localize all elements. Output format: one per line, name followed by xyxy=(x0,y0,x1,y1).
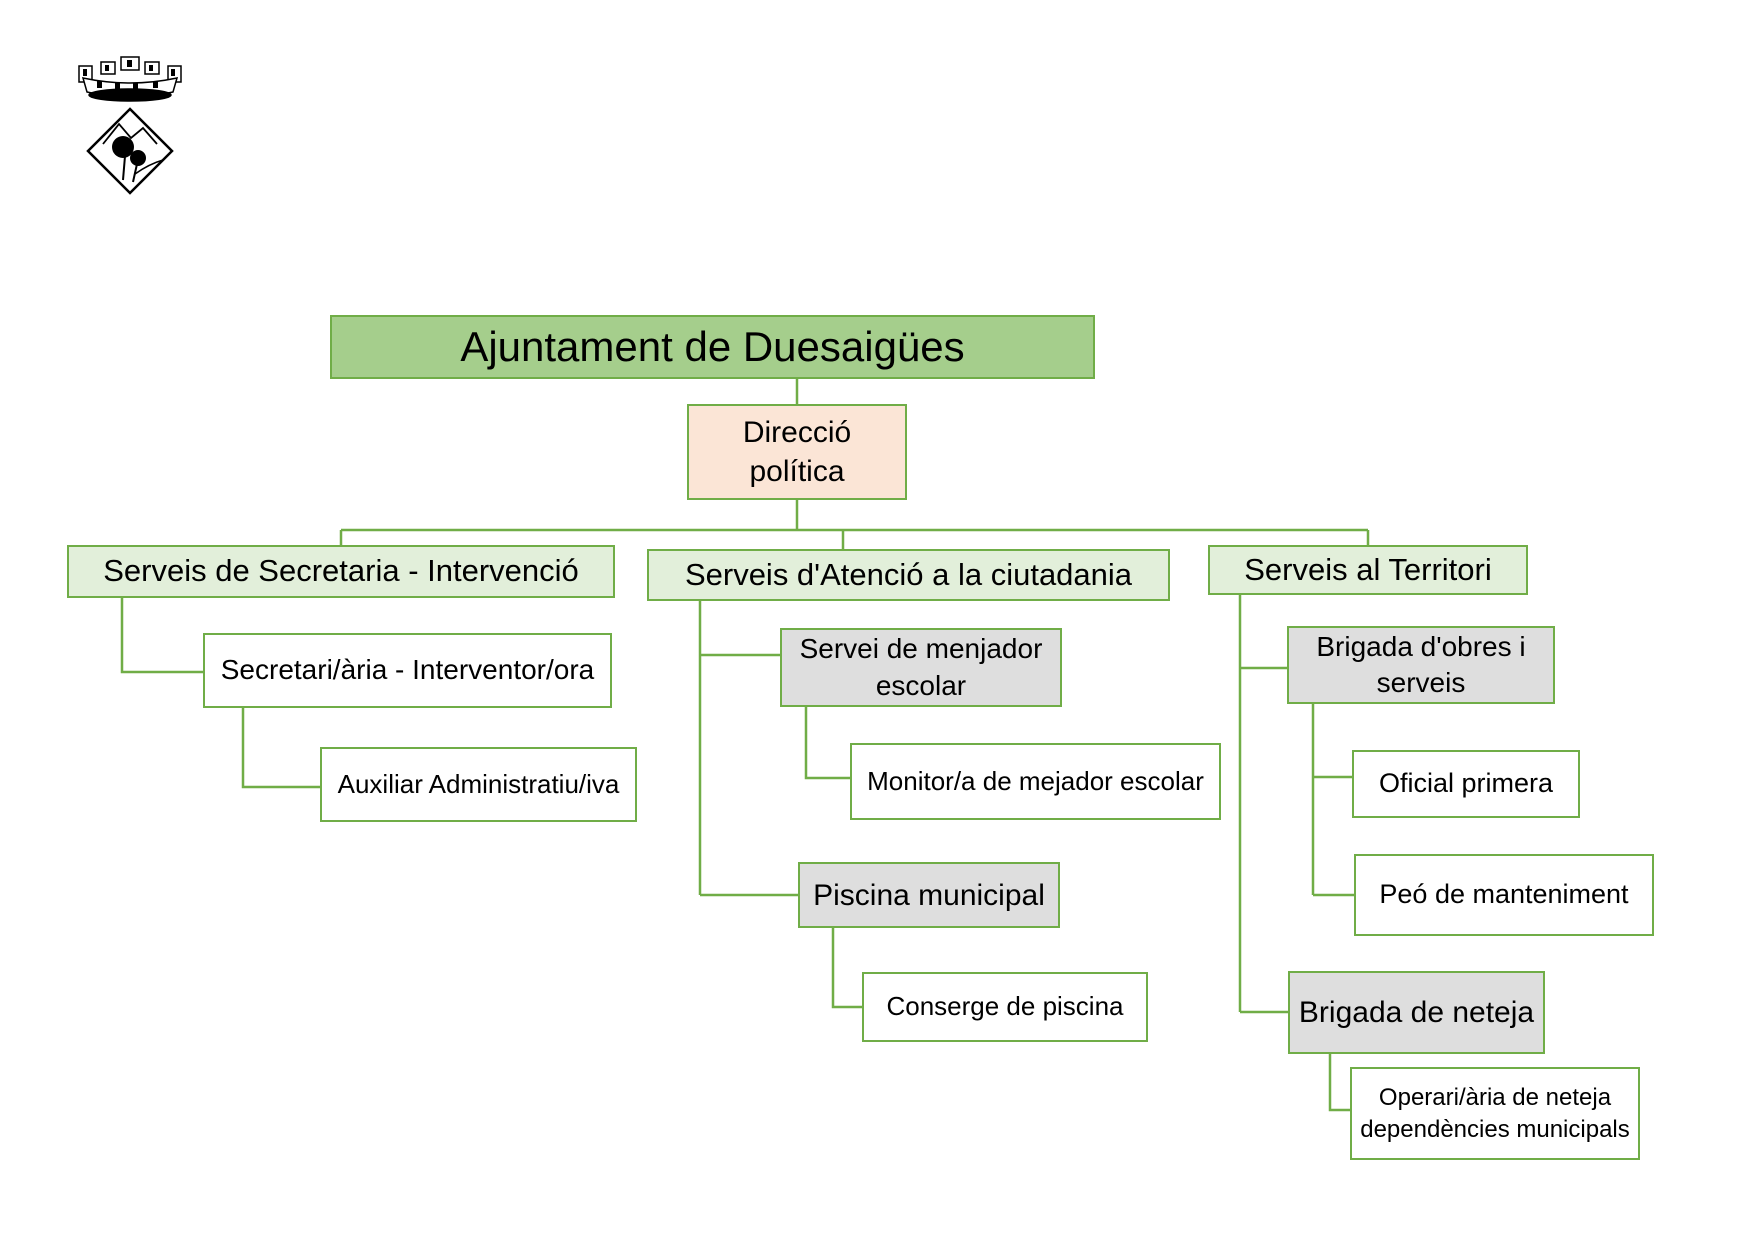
monitor-menjador-box: Monitor/a de mejador escolar xyxy=(850,743,1221,820)
municipal-coat-of-arms-logo xyxy=(78,56,182,195)
shield-diamond-icon xyxy=(86,107,174,195)
auxiliar-administratiu-box: Auxiliar Administratiu/iva xyxy=(320,747,637,822)
org-title-box: Ajuntament de Duesaigües xyxy=(330,315,1095,379)
operari-neteja-box: Operari/ària de neteja dependències muni… xyxy=(1350,1067,1640,1160)
brigada-obres-box: Brigada d'obres i serveis xyxy=(1287,626,1555,704)
oficial-primera-box: Oficial primera xyxy=(1352,750,1580,818)
brigada-neteja-box: Brigada de neteja xyxy=(1288,971,1545,1054)
secretari-interventor-box: Secretari/ària - Interventor/ora xyxy=(203,633,612,708)
branch-atencio-box: Serveis d'Atenció a la ciutadania xyxy=(647,549,1170,601)
branch-territori-box: Serveis al Territori xyxy=(1208,545,1528,595)
crown-icon xyxy=(78,56,182,102)
branch-secretaria-box: Serveis de Secretaria - Intervenció xyxy=(67,545,615,598)
piscina-municipal-box: Piscina municipal xyxy=(798,862,1060,928)
menjador-escolar-box: Servei de menjador escolar xyxy=(780,628,1062,707)
conserge-piscina-box: Conserge de piscina xyxy=(862,972,1148,1042)
direction-box: Direcció política xyxy=(687,404,907,500)
peo-manteniment-box: Peó de manteniment xyxy=(1354,854,1654,936)
